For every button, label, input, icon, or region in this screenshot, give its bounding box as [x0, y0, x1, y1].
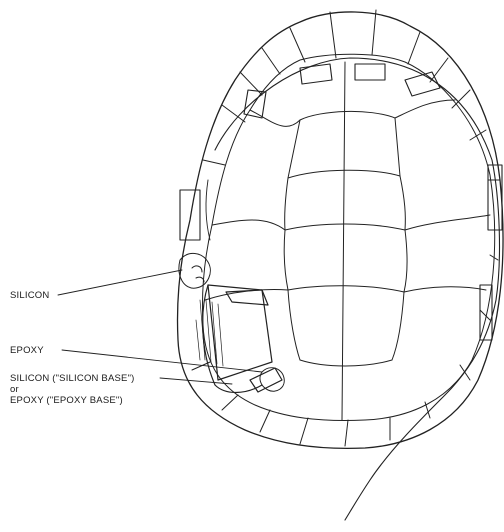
label-silicon: SILICON	[10, 290, 49, 301]
base-hatching	[196, 300, 223, 366]
label-base-epoxy: EPOXY ("EPOXY BASE")	[10, 395, 123, 406]
central-scutes	[205, 100, 490, 366]
transmitter-unit	[203, 285, 282, 393]
shell-outline	[178, 12, 504, 448]
label-epoxy: EPOXY	[10, 345, 44, 356]
epoxy-blocks	[180, 64, 502, 340]
antenna-wire-inner	[206, 180, 210, 240]
label-base-silicon: SILICON ("SILICON BASE")	[10, 373, 135, 384]
label-base-or: or	[10, 384, 19, 395]
